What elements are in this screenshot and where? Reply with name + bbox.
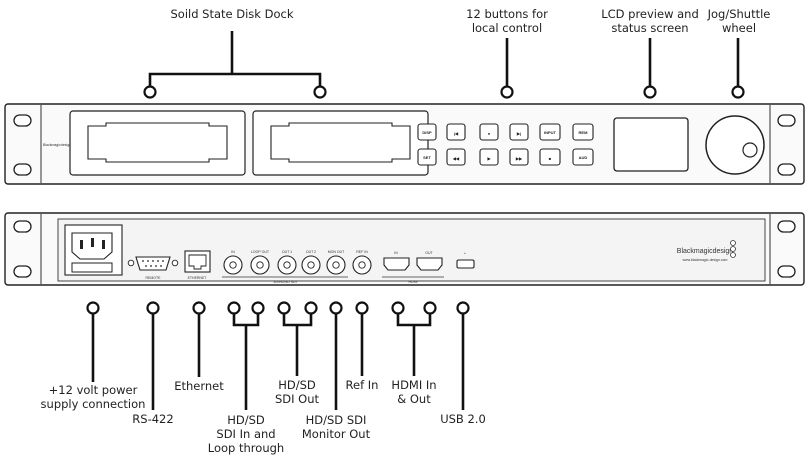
svg-text:REM: REM [579,130,589,135]
svg-text:IN: IN [231,250,235,254]
svg-text:▶|: ▶| [516,131,521,136]
svg-text:▶▶: ▶▶ [515,156,523,161]
rs422-port: REMOTE [127,256,179,280]
rear-panel: REMOTE ETHERNET IN LOOP OUT OUT 1 OUT 2 … [4,212,805,286]
ethernet-port: ETHERNET [184,250,211,280]
button-aud[interactable]: AUD [572,148,594,166]
label-sdi-out: HD/SD SDI Out [274,378,320,406]
svg-text:●: ● [488,131,491,136]
button-stop[interactable]: ■ [539,148,561,166]
button-disp[interactable]: DISP [417,123,437,141]
button-next[interactable]: ▶| [509,123,529,141]
svg-text:⭠: ⭠ [464,251,467,255]
label-monitor-out: HD/SD SDI Monitor Out [301,413,371,441]
svg-text:HDMI: HDMI [409,280,418,284]
hdmi-ports: IN OUT HDMI [382,251,444,284]
rack-ear-hole [777,114,796,127]
svg-text:REF IN: REF IN [356,250,368,254]
button-rem[interactable]: REM [572,123,594,141]
svg-text:OUT 1: OUT 1 [282,250,292,254]
usb-port: ⭠ [456,251,475,269]
rear-url: www.blackmagic-design.com [683,258,728,262]
button-play[interactable]: ▶ [479,148,499,166]
svg-text:OUT: OUT [425,251,433,255]
label-power: +12 volt power supply connection [40,383,146,411]
rack-ear-hole [13,220,32,233]
front-brand: Blackmagicdesign [43,143,71,147]
label-ref-in: Ref In [345,378,379,392]
button-input[interactable]: INPUT [539,123,561,141]
button-rewind[interactable]: ◀◀ [446,148,466,166]
button-fast-forward[interactable]: ▶▶ [509,148,529,166]
rack-ear-hole [13,114,32,127]
label-rs422: RS-422 [132,412,174,426]
rack-ear-hole [13,265,32,278]
button-set[interactable]: SET [417,148,437,166]
jog-shuttle-wheel[interactable] [705,115,765,175]
svg-text:INPUT: INPUT [544,130,557,135]
lcd-screen [613,117,689,172]
svg-text:▶: ▶ [486,156,491,161]
label-buttons: 12 buttons for local control [466,7,548,35]
svg-text:AUD: AUD [579,155,588,160]
rear-brand: Blackmagicdesign [677,248,734,255]
rack-ear-hole [13,163,32,176]
svg-text:|◀: |◀ [454,131,459,136]
control-buttons: DISP |◀ ● ▶| INPUT REM SET ◀◀ ▶ ▶▶ ■ AUD [417,123,594,166]
rack-ear-hole [777,220,796,233]
front-panel: Blackmagicdesign DISP |◀ ● ▶| INPUT REM … [4,103,805,185]
svg-text:MON OUT: MON OUT [328,250,345,254]
label-ethernet: Ethernet [174,379,224,393]
label-hdmi: HDMI In & Out [391,378,437,406]
svg-text:OUT 2: OUT 2 [306,250,316,254]
callout-endpoints [86,85,745,315]
svg-text:DISP: DISP [422,130,432,135]
power-inlet [64,224,123,276]
svg-text:3G/HD/SD SDI: 3G/HD/SD SDI [273,280,296,284]
button-prev[interactable]: |◀ [446,123,466,141]
svg-text:ETHERNET: ETHERNET [188,276,208,280]
svg-text:REMOTE: REMOTE [146,276,162,280]
label-sdi-in: HD/SD SDI In and Loop through [207,413,285,455]
svg-text:SET: SET [423,155,431,160]
callout-lines [91,31,740,410]
label-lcd: LCD preview and status screen [601,7,699,35]
svg-text:◀◀: ◀◀ [452,156,460,161]
sdi-connectors: IN LOOP OUT OUT 1 OUT 2 MON OUT REF IN 3… [222,250,372,284]
svg-text:■: ■ [549,156,552,161]
label-jog: Jog/Shuttle wheel [707,7,771,35]
svg-text:LOOP OUT: LOOP OUT [251,250,270,254]
label-usb: USB 2.0 [440,412,486,426]
label-ssd-dock: Soild State Disk Dock [170,7,294,21]
rack-ear-hole [777,265,796,278]
button-record[interactable]: ● [479,123,499,141]
svg-text:IN: IN [394,251,398,255]
rack-ear-hole [777,163,796,176]
